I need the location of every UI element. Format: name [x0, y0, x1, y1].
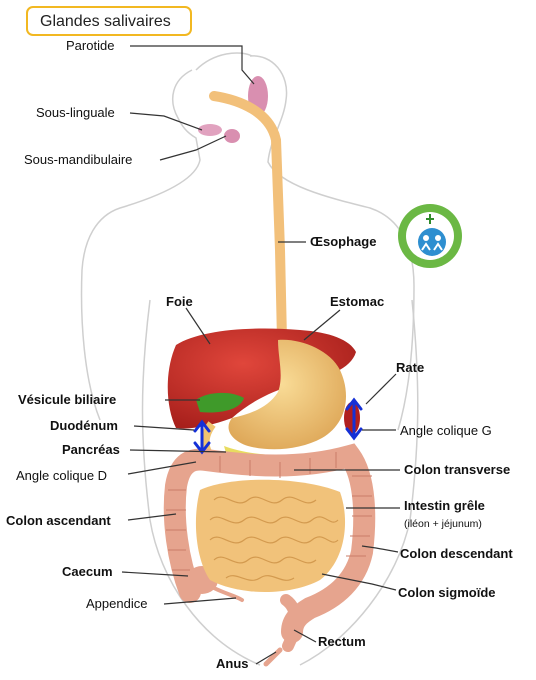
- gallbladder: [196, 392, 244, 413]
- leader-lines: [121, 45, 400, 665]
- label-sous-linguale: Sous-linguale: [36, 105, 115, 120]
- label-sous-mandibulaire: Sous-mandibulaire: [24, 152, 133, 167]
- label-caecum: Caecum: [62, 564, 113, 579]
- double-arrow-icon: [345, 397, 363, 441]
- label-colon-ascendant: Colon ascendant: [6, 513, 111, 528]
- label-duodenum: Duodénum: [50, 418, 118, 433]
- label-rectum: Rectum: [318, 634, 366, 649]
- title-box: Glandes salivaires: [26, 6, 192, 36]
- logo-badge-icon: [398, 204, 462, 268]
- appendix: [212, 586, 244, 602]
- body-outline: [80, 52, 419, 666]
- label-intestin-grele-detail: (iléon + jéjunum): [404, 518, 482, 530]
- colon-haustra: [166, 452, 372, 571]
- label-foie: Foie: [166, 294, 193, 309]
- rectum: [280, 594, 302, 652]
- label-vesicule-biliaire: Vésicule biliaire: [18, 392, 117, 407]
- small-intestine: [195, 479, 346, 592]
- submandibular-gland: [224, 129, 240, 143]
- label-angle-colique-d: Angle colique D: [16, 468, 108, 483]
- label-intestin-grele: Intestin grêle: [404, 498, 485, 513]
- label-colon-descendant: Colon descendant: [400, 546, 513, 561]
- label-oesophage: Œsophage: [310, 234, 377, 249]
- anus: [263, 647, 283, 667]
- diagram-title: Glandes salivaires: [40, 13, 171, 30]
- label-rate: Rate: [396, 360, 425, 375]
- colon: [163, 443, 376, 643]
- label-appendice: Appendice: [86, 596, 148, 611]
- sublingual-gland: [198, 124, 222, 136]
- label-pancreas: Pancréas: [62, 442, 120, 457]
- label-estomac: Estomac: [330, 294, 385, 309]
- stomach: [228, 339, 346, 450]
- label-parotide: Parotide: [66, 38, 115, 53]
- label-angle-colique-g: Angle colique G: [400, 423, 492, 438]
- label-anus: Anus: [216, 656, 249, 671]
- label-colon-sigmoide: Colon sigmoïde: [398, 585, 496, 600]
- small-intestine-loops: [209, 496, 339, 581]
- label-colon-transverse: Colon transverse: [404, 462, 511, 477]
- oesophagus: [209, 91, 287, 345]
